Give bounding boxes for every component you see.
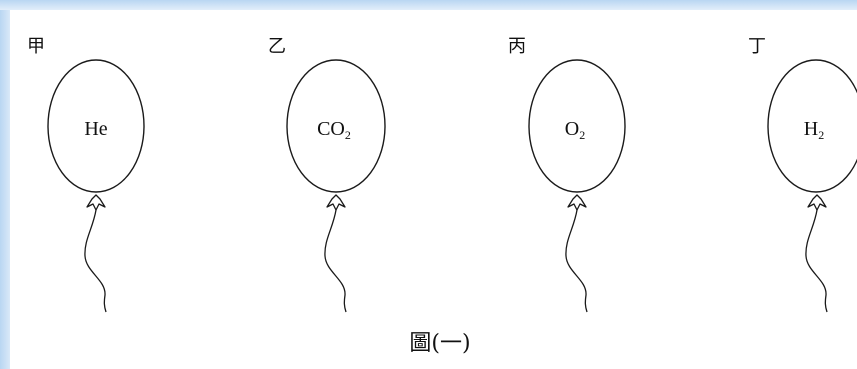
left-edge-border [0, 0, 10, 369]
top-edge-border [0, 0, 857, 10]
balloon-body-ding [767, 59, 857, 193]
balloon-yi: 乙 CO2 [268, 36, 386, 313]
balloon-string-ding [805, 209, 828, 313]
balloon-string-jia [84, 209, 107, 313]
balloon-knot-ding [807, 194, 827, 211]
balloon-label-yi: 乙 [268, 36, 286, 57]
balloon-knot-yi [326, 194, 346, 211]
figure-caption: 圖(一) [409, 331, 470, 356]
balloon-knot-bing [567, 194, 587, 211]
balloon-label-ding: 丁 [748, 36, 766, 57]
balloon-body-bing [528, 59, 626, 193]
balloon-body-yi [286, 59, 386, 193]
gas-formula-ding: H2 [804, 118, 824, 142]
balloon-knot-jia [86, 194, 106, 211]
balloon-ding: 丁 H2 [748, 36, 857, 313]
balloon-label-jia: 甲 [27, 36, 45, 57]
balloon-body-jia [47, 59, 145, 193]
balloon-string-bing [565, 209, 588, 313]
gas-formula-yi: CO2 [317, 118, 351, 142]
balloon-label-bing: 丙 [508, 36, 526, 57]
gas-formula-jia: He [84, 118, 107, 140]
balloon-string-yi [324, 209, 347, 313]
balloon-jia: 甲 He [27, 36, 145, 313]
gas-formula-bing: O2 [565, 118, 585, 142]
balloon-bing: 丙 O2 [508, 36, 626, 313]
